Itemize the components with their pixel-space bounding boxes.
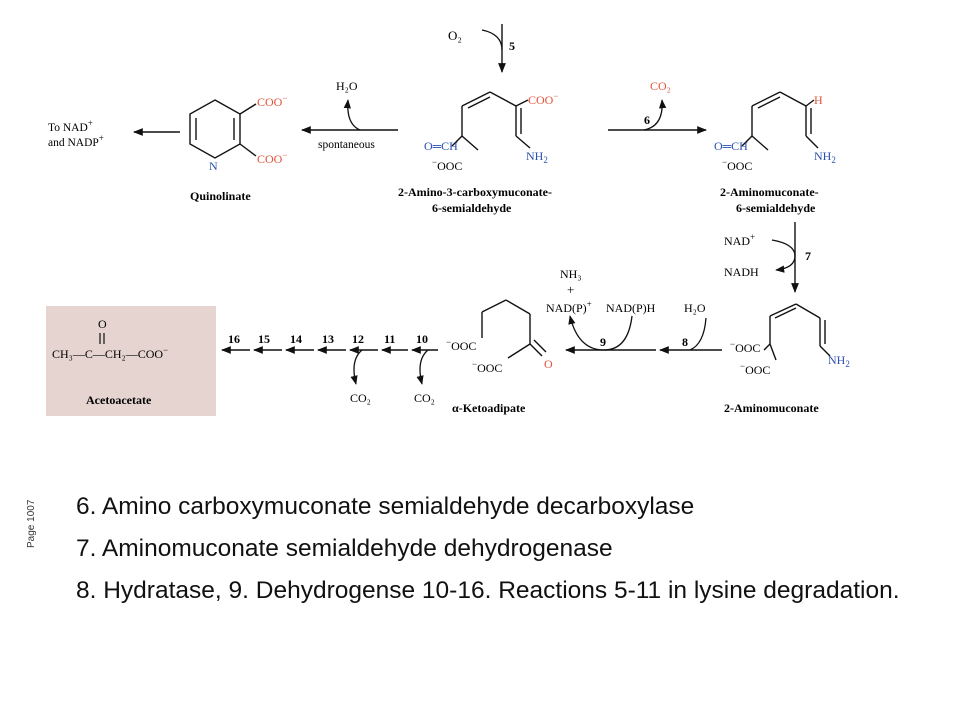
co2-release-curve-a	[350, 349, 363, 385]
ams-nh2: NH2	[814, 149, 836, 165]
ams-ooc: −OOC	[722, 157, 752, 173]
ketoadipate-label: α-Ketoadipate	[452, 401, 526, 415]
h2o-step8-curve	[689, 317, 707, 351]
step8-number: 8	[682, 335, 688, 349]
quinolinate-n: N	[209, 159, 218, 173]
page-number-vertical: Page 1007	[6, 470, 66, 550]
h2o-release-curve	[343, 99, 361, 131]
note-line-3: 8. Hydratase, 9. Dehydrogense 10-16. Rea…	[76, 577, 900, 604]
step7-number: 7	[805, 249, 811, 263]
aminomuconate-label: 2-Aminomuconate	[724, 401, 819, 415]
step10-number: 10	[416, 332, 428, 346]
acms-structure	[451, 91, 531, 151]
note-line-1: 6. Amino carboxymuconate semialdehyde de…	[76, 493, 695, 520]
acms-coo: COO−	[528, 91, 558, 107]
acetoacetate-o: O	[98, 317, 107, 331]
step12-number: 12	[352, 332, 364, 346]
acms-ooc: −OOC	[432, 157, 462, 173]
quinolinate-structure	[189, 99, 257, 159]
acms-label-2: 6-semialdehyde	[432, 201, 512, 215]
acetoacetate-label: Acetoacetate	[86, 393, 152, 407]
step7-curve	[771, 239, 796, 273]
step6-number: 6	[644, 113, 650, 127]
quinolinate-coo-top: COO−	[257, 93, 287, 109]
ketoadipate-o: O	[544, 357, 553, 371]
to-nad-label-1: To NAD+	[48, 118, 93, 134]
acms-label-1: 2-Amino-3-carboxymuconate-	[398, 185, 552, 199]
ams-aldehyde: O═CH	[714, 139, 748, 153]
to-nad-label-2: and NADP+	[48, 133, 104, 149]
ams-h: H	[814, 93, 823, 107]
h2o-step8: H₂O	[684, 301, 706, 315]
ams-label-2: 6-semialdehyde	[736, 201, 816, 215]
nad-plus: NAD+	[724, 232, 755, 248]
co2-a: CO₂	[350, 391, 371, 405]
nadp-plus: NAD(P)+	[546, 299, 592, 315]
ams-label-1: 2-Aminomuconate-	[720, 185, 819, 199]
step5-number: 5	[509, 39, 515, 53]
h2o-spont: H₂O	[336, 79, 358, 93]
ams-structure	[741, 91, 819, 151]
aminomuconate-ooc-1: −OOC	[730, 339, 760, 355]
quinolinate-label: Quinolinate	[190, 189, 251, 203]
spontaneous-label: spontaneous	[318, 139, 375, 151]
aminomuconate-ooc-2: −OOC	[740, 361, 770, 377]
nh3: NH₃	[560, 267, 582, 281]
co2-release-curve-b	[416, 349, 429, 385]
step11-number: 11	[384, 332, 395, 346]
step14-number: 14	[290, 332, 302, 346]
quinolinate-coo-bottom: COO−	[257, 150, 287, 166]
o2-reagent: O₂	[448, 28, 462, 43]
acetoacetate-formula: CH₃—C—CH₂—COO−	[52, 345, 168, 361]
aminomuconate-nh2: NH2	[828, 353, 850, 369]
nadph: NAD(P)H	[606, 301, 656, 315]
page-number-label: Page 1007	[26, 499, 37, 548]
co2-release-curve	[643, 99, 667, 131]
nadh: NADH	[724, 265, 759, 279]
acms-aldehyde: O═CH	[424, 139, 458, 153]
ketoadipate-ooc-1: −OOC	[446, 337, 476, 353]
step9-curve	[568, 315, 633, 351]
step15-number: 15	[258, 332, 270, 346]
acms-nh2: NH2	[526, 149, 548, 165]
enzyme-notes: 6. Amino carboxymuconate semialdehyde de…	[76, 492, 936, 618]
ketoadipate-ooc-2: −OOC	[472, 359, 502, 375]
step5-curve	[481, 29, 503, 51]
co2-b: CO₂	[414, 391, 435, 405]
note-line-2: 7. Aminomuconate semialdehyde dehydrogen…	[76, 535, 613, 562]
step9-number: 9	[600, 335, 606, 349]
plus-sign: +	[567, 282, 574, 297]
aminomuconate-structure	[763, 303, 831, 361]
acetoacetate-box	[46, 306, 216, 416]
step13-number: 13	[322, 332, 334, 346]
ketoadipate-structure	[481, 299, 547, 359]
step16-number: 16	[228, 332, 240, 346]
pathway-diagram: O₂ 5 N COO− COO− Quinolinate To NAD+ and…	[46, 24, 850, 416]
co2-step6: CO₂	[650, 79, 671, 93]
